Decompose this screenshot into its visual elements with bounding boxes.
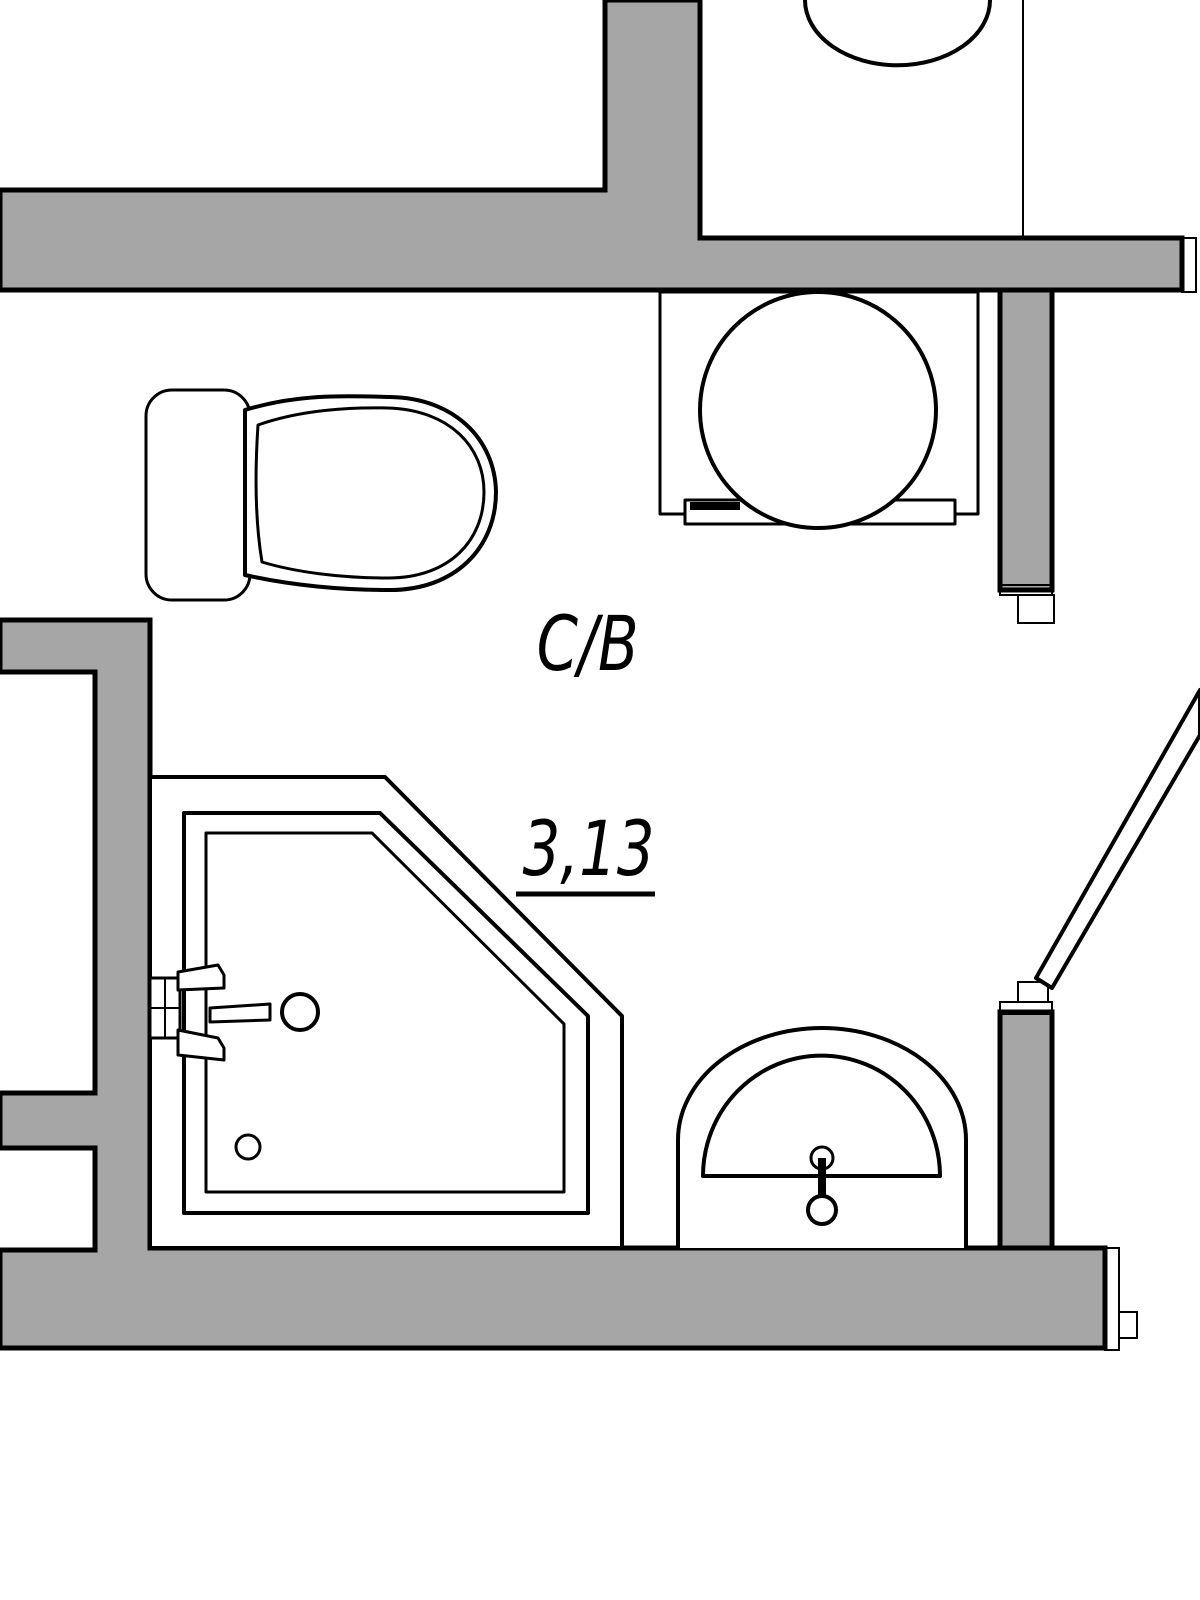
toilet-icon bbox=[144, 388, 498, 602]
door-swing-icon bbox=[1034, 688, 1200, 990]
shower-mixer-icon bbox=[148, 963, 320, 1062]
room-labels: С/В 3,13 bbox=[516, 601, 655, 897]
room-area: 3,13 bbox=[523, 806, 655, 894]
wall-right-lower bbox=[997, 1009, 1055, 1251]
shower-tray-icon bbox=[148, 775, 624, 1250]
washbasin-icon bbox=[676, 1026, 968, 1248]
wall-right-upper bbox=[997, 287, 1055, 593]
washing-machine-icon bbox=[658, 290, 980, 530]
room-name: С/В bbox=[537, 601, 639, 689]
drain-icon bbox=[234, 1133, 262, 1161]
adjacent-fixture-arc bbox=[803, 0, 992, 68]
wall-top bbox=[0, 0, 1185, 293]
wall-end-marks bbox=[999, 237, 1197, 1351]
